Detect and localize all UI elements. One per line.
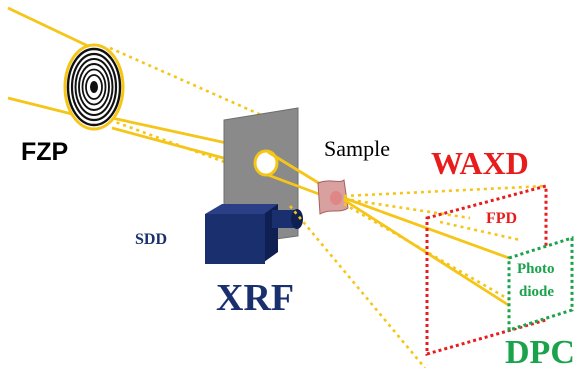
sdd-snout [272,210,296,228]
sdd-body-front [205,214,265,264]
focus-line-upper [109,46,269,120]
sdd-detector [205,204,303,264]
sample-label: Sample [324,136,390,161]
sdd-snout-tip [291,209,303,229]
sample-beam-spot [330,191,342,205]
fzp-zone [74,58,114,116]
scatter-from-screen-lower [289,205,426,368]
fzp-zone [78,63,110,111]
scattered-beams [289,184,547,368]
dpc-label: DPC [505,334,575,368]
photodiode-label-line1: Photo [517,261,555,277]
fpd-detector-frame [425,184,548,356]
fzp-label: FZP [21,138,69,166]
xrf-label: XRF [216,277,295,319]
photodiode-frame [507,235,574,333]
fzp-zone [66,47,122,127]
fzp-center [90,81,98,93]
osa-aperture [253,149,279,177]
waxd-label: WAXD [431,145,529,181]
fzp-zone-plate [63,43,125,131]
fzp-zone [70,52,118,122]
scatter-to-waxd-top [343,184,547,198]
scatter-to-waxd-mid [343,197,471,220]
transmitted-beam-upper [343,196,521,264]
fpd-label: FPD [486,210,518,227]
fzp-zone [81,68,107,106]
photodiode-label-line2: diode [519,284,555,300]
sample [317,178,349,215]
sdd-body-top [205,204,278,214]
sdd-label: SDD [135,231,168,248]
fzp-zone [85,74,103,100]
beam-upper-incoming [7,6,89,48]
